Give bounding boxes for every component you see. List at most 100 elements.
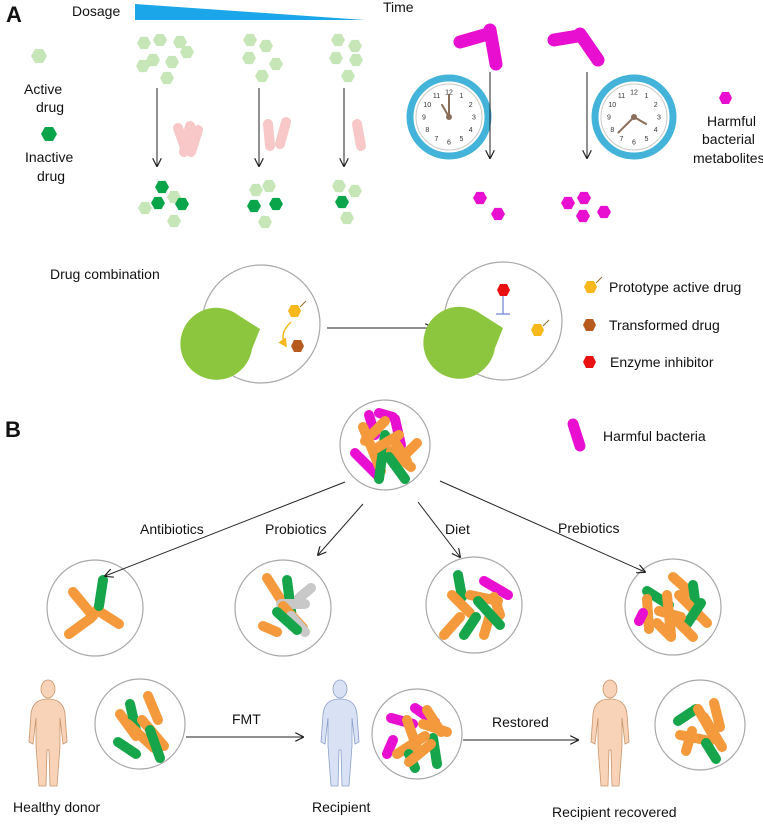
bacterium [680, 598, 706, 632]
bacterium [701, 738, 721, 764]
bacterium [479, 576, 513, 600]
bacterium [392, 731, 430, 759]
active-drug [242, 51, 256, 65]
metabolite [561, 196, 575, 210]
enzyme-inhibitor-bound [497, 284, 510, 296]
metabolite-legend-icon [719, 92, 732, 104]
diet-arrow [417, 501, 460, 557]
active-drug [173, 35, 187, 49]
metabolite [576, 209, 590, 223]
active-drug [153, 33, 167, 47]
bacterium [652, 618, 676, 642]
active-drug [348, 184, 362, 198]
active-drug [255, 69, 269, 83]
bacterium [262, 573, 286, 605]
clock-number: 9 [607, 115, 611, 122]
clock-number: 5 [645, 136, 649, 143]
clock-number: 7 [435, 136, 439, 143]
diet-circle [425, 556, 523, 654]
active-drug [146, 53, 160, 67]
microbiota-circles [46, 399, 746, 780]
bacterium [350, 448, 382, 480]
active-drug [165, 55, 179, 69]
prebiotics-arrow [439, 480, 645, 572]
metabolite [577, 191, 591, 205]
active-drug [329, 51, 343, 65]
active-drug [258, 215, 272, 229]
clock-center [446, 114, 452, 120]
fmt-label: FMT [232, 711, 261, 727]
clock-number: 11 [618, 93, 625, 100]
enzyme-pacman-after [423, 306, 503, 379]
clock-number: 2 [654, 102, 658, 109]
recovered-figure [590, 679, 630, 787]
active-drug [331, 33, 345, 47]
active-drug [167, 214, 181, 228]
active-drug [348, 39, 362, 53]
transformed-legend-label: Transformed drug [609, 317, 720, 333]
panel-b-letter: B [5, 417, 21, 442]
bacterium [94, 575, 108, 611]
bacterium [143, 691, 163, 725]
head [602, 679, 618, 699]
bacterium [258, 621, 282, 637]
active-drug [137, 36, 151, 50]
diet-label: Diet [445, 521, 470, 537]
bacterium [459, 612, 481, 640]
drug-molecules [136, 33, 611, 229]
bacterium [422, 705, 446, 737]
prototype-legend-icon [584, 281, 597, 293]
drug-tail [299, 300, 307, 308]
metabolite [597, 205, 611, 219]
clock-number: 2 [469, 102, 473, 109]
bacterium [286, 611, 310, 637]
prototype-legend-label: Prototype active drug [609, 279, 741, 295]
bacterium [388, 434, 412, 466]
probiotics-arrow [318, 503, 364, 555]
bacterium [294, 583, 316, 603]
inactive-drug [151, 196, 165, 210]
metabolite-label-2: bacterial [702, 131, 755, 147]
inactive-drug [269, 197, 283, 211]
clock-number: 11 [433, 93, 440, 100]
metabolite [473, 191, 487, 205]
transformed-drug-icon [291, 340, 304, 352]
prebiotics-label: Prebiotics [558, 520, 619, 536]
bacterium [382, 735, 398, 759]
clock-number: 4 [469, 127, 473, 134]
bacterium [699, 712, 727, 752]
harmful-bacteria-label: Harmful bacteria [603, 428, 706, 444]
inactive-drug [247, 199, 261, 213]
bacterium [272, 607, 302, 635]
bacterium [384, 452, 410, 484]
active-drug [243, 33, 257, 47]
antibiotics-label: Antibiotics [140, 521, 204, 537]
inactive-drug-label-1: Inactive [25, 149, 73, 165]
active-drug [136, 59, 150, 73]
bacterium [473, 596, 505, 630]
recipient-figure [320, 679, 360, 787]
active-drug [332, 179, 346, 193]
active-drug [160, 71, 174, 85]
probiotics-label: Probiotics [265, 521, 326, 537]
transform-arrow [278, 321, 292, 348]
inhibitor-legend-label: Enzyme inhibitor [610, 354, 714, 370]
active-drug [262, 179, 276, 193]
bacterium [681, 726, 697, 756]
active-drug [138, 201, 152, 215]
transformed-legend-icon [583, 319, 596, 331]
drug-combination-label: Drug combination [50, 266, 160, 282]
inactive-drug [175, 197, 189, 211]
clock-number: 6 [447, 140, 451, 147]
inactive-drug [335, 195, 349, 209]
active-drug [341, 69, 355, 83]
bacterium [642, 594, 654, 634]
drug-tail [595, 276, 603, 284]
body [320, 698, 360, 787]
recovered-microbiota [654, 679, 746, 771]
active-drug [180, 45, 194, 59]
metabolite [491, 207, 505, 221]
clock-number: 5 [460, 136, 464, 143]
